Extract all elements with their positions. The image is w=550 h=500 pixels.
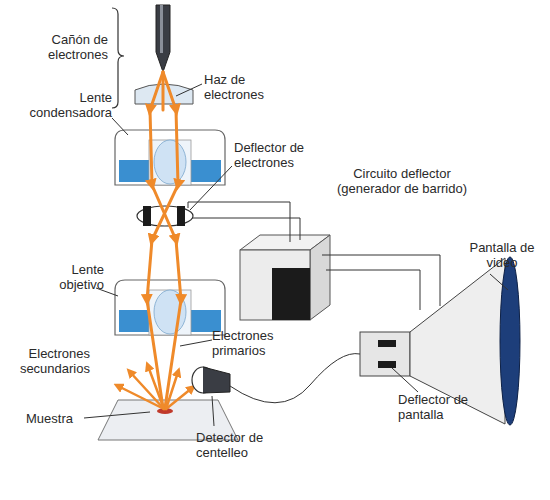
leader-lines	[84, 84, 508, 426]
part-label: Lente condensadora	[14, 90, 112, 120]
part-label: Electrones primarios	[212, 328, 292, 358]
secondary-electrons	[118, 366, 192, 409]
part-label: Circuito deflector (generador de barrido…	[322, 166, 482, 196]
deflection-circuit	[240, 235, 330, 320]
bracket	[112, 8, 124, 108]
wires	[188, 202, 440, 403]
scintillation-detector	[192, 367, 230, 393]
part-label: Electrones secundarios	[4, 346, 90, 376]
part-label: Muestra	[26, 411, 84, 426]
part-label: Cañón de electrones	[24, 32, 108, 62]
condenser-lens	[115, 130, 225, 185]
electron-beam	[147, 72, 181, 408]
part-label: Deflector de electrones	[234, 140, 324, 170]
part-label: Deflector de pantalla	[398, 392, 478, 422]
part-label: Pantalla de video	[462, 240, 542, 270]
part-label: Haz de electrones	[204, 72, 284, 102]
part-label: Lente objetivo	[30, 262, 104, 292]
objective-lens	[115, 280, 225, 335]
part-label: Detector de centelleo	[196, 430, 286, 460]
